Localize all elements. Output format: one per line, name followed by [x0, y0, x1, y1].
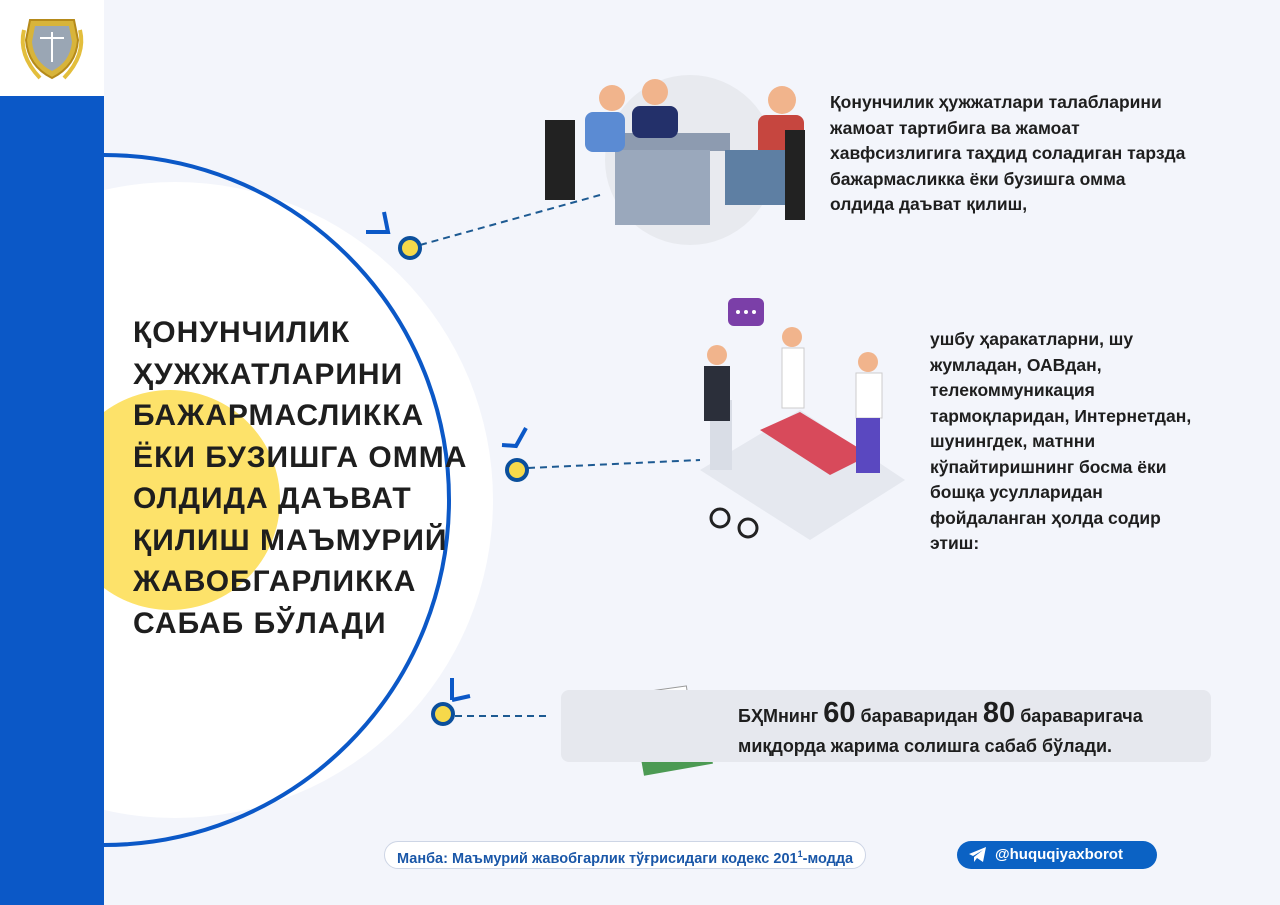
- fine-suffix: бараваригача: [1020, 706, 1143, 726]
- fine-min: 60: [823, 697, 856, 729]
- blue-arc: [103, 153, 451, 847]
- source-note: Манба: Маъмурий жавобгарлик тўғрисидаги …: [384, 841, 867, 869]
- fine-max: 80: [982, 697, 1016, 729]
- source-text: Манба: Маъмурий жавобгарлик тўғрисидаги …: [397, 850, 798, 867]
- timeline-dots: [398, 236, 529, 726]
- headline: ҚОНУНЧИЛИК ҲУЖЖАТЛАРИНИ БАЖАРМАСЛИККА ЁК…: [133, 316, 468, 640]
- fine-prefix: БҲМнинг: [738, 706, 819, 726]
- yellow-circle: [60, 390, 280, 610]
- source-suffix: -модда: [802, 850, 854, 867]
- logo-box: [0, 0, 104, 96]
- point-2-text: ушбу ҳаракатларни, шу жумладан, ОАВдан, …: [930, 329, 1192, 553]
- telegram-icon: [969, 847, 986, 862]
- point-1-text: Қонунчилик ҳужжатлари талабларини жамоат…: [830, 92, 1186, 214]
- source-sup: 1: [797, 849, 803, 859]
- arrow-icons: [366, 211, 528, 702]
- interrogation-illustration: [545, 75, 805, 245]
- connector-lines: [419, 194, 701, 717]
- fine-line2: миқдорда жарима солишга сабаб бўлади.: [738, 736, 1113, 756]
- fine-text: БҲМнинг 60 бараваридан 80 бараваригача м…: [738, 698, 1143, 761]
- telegram-handle: @huquqiyaxborot: [995, 846, 1123, 863]
- fine-middle: бараваридан: [860, 706, 978, 726]
- press-illustration: [700, 298, 905, 540]
- fine-box: [561, 690, 1211, 762]
- emblem-logo: [20, 19, 84, 80]
- telegram-link[interactable]: @huquqiyaxborot: [957, 841, 1157, 869]
